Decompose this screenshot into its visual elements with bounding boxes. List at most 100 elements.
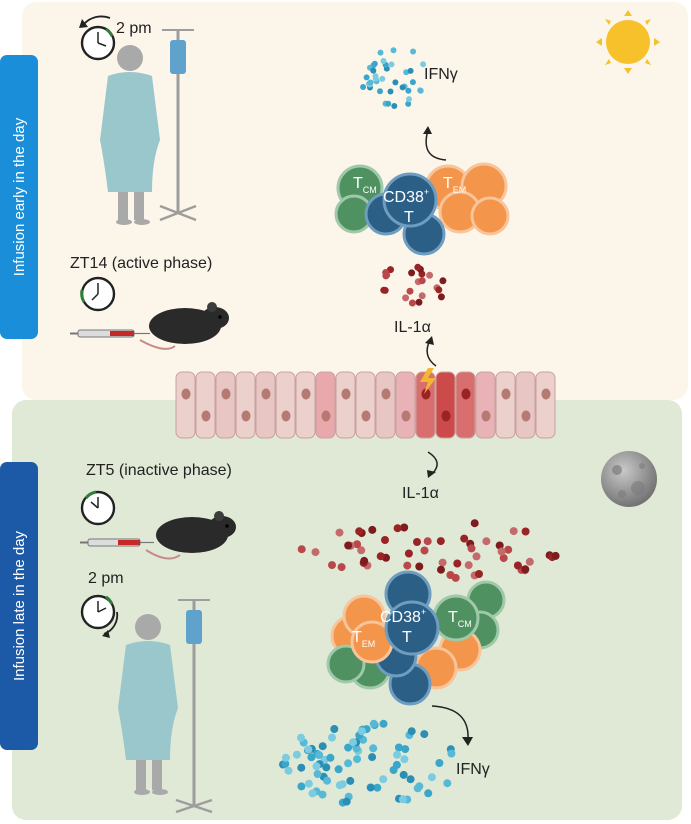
ifng-dot [407,67,414,74]
il1a-dots-bottom [297,519,560,582]
ifng-dot [379,719,388,728]
il1a-dot [426,271,434,279]
bottom-il1a-arrowhead-icon [427,470,436,478]
il1a-dot [353,540,362,549]
ifng-label-bottom: IFNγ [456,761,490,778]
bottom-ifng-arrowhead-icon [462,737,473,746]
il1a-dot [404,549,413,558]
il1a-dot [381,286,389,294]
epithelial-cell [315,371,336,439]
epithelial-nucleus [541,388,551,400]
epithelial-cell [275,371,296,439]
ifng-dot [377,88,383,95]
lightning-icon [420,368,436,394]
epithelial-cell [355,371,376,439]
epithelial-nucleus [221,388,231,400]
ifng-dot [318,790,327,799]
ifng-dot [387,88,394,95]
bottom-patient-figure [118,614,178,795]
ifng-dot [417,87,424,94]
bottom-cell-tem-label: TEM [352,629,375,649]
epithelial-cell [375,371,396,439]
ifng-dot [392,79,399,86]
ifng-dot [334,765,343,774]
ifng-dot [338,780,347,789]
il1a-dot [437,565,445,574]
ifng-dot [281,759,290,768]
ifng-dot [409,79,416,86]
top-side-label-box [0,55,38,339]
ifng-dot [405,100,412,107]
epithelial-nucleus [341,388,351,400]
ifng-dot [363,74,370,81]
ifng-dot [415,782,424,791]
ifng-dot [323,776,332,785]
ifng-dot [380,58,387,64]
il1a-dot [406,287,414,295]
ifng-dot [297,763,306,772]
epithelial-cell [255,371,276,439]
il1a-dot [504,545,513,554]
ifng-dot [326,753,335,762]
ifng-dot [394,743,403,752]
ifng-dot [400,755,409,764]
ifng-dot [369,719,378,728]
epithelial-nucleus [461,388,471,400]
ifng-dot [405,87,412,94]
ifng-dot [344,743,353,752]
ifng-dot [367,79,374,86]
bottom-mouse-icon [145,511,236,560]
ifng-dot [281,753,290,762]
top-cell-tcm-label: TCM [353,175,377,195]
il1a-dot [423,537,432,546]
ifng-dot [406,775,415,784]
epithelial-nucleus [521,410,531,422]
il1a-dot [525,557,534,566]
ifng-dot [297,733,305,742]
il1a-dot [439,277,447,285]
ifng-dots-bottom [279,719,456,807]
il1a-dot [408,299,416,307]
il1a-dot [415,562,424,571]
il1a-dot [297,545,306,554]
epithelial-nucleus [381,388,391,400]
top-cell-cluster [334,162,510,256]
ifng-dot [315,751,324,759]
ifng-dot [420,61,427,68]
epithelial-cell [475,371,496,439]
top-cell-cd38-label: CD38+ [383,187,429,206]
ifng-dot [346,776,355,785]
il1a-dot [420,546,429,555]
epithelial-cell [215,371,236,439]
top-patient-clock-icon [79,15,116,61]
il1a-dot [437,293,445,301]
top-il1a-arrowhead-icon [425,336,434,345]
bottom-side-label: Infusion late in the day [11,530,28,681]
il1a-dot [482,537,491,546]
il1a-dot [551,551,560,560]
bottom-iv-pole-icon [175,599,213,814]
ifng-dot [443,779,452,788]
epithelial-nucleus [361,410,371,422]
ifng-dot [393,750,402,759]
ifng-dot [342,797,351,806]
ifng-dot [330,725,339,733]
top-patient-figure [100,45,160,225]
bottom-syringe-icon [80,538,154,547]
il1a-dot [435,286,443,294]
top-mouse-clock-icon [80,276,116,312]
il1a-dot [497,547,506,556]
il1a-dot [311,548,320,557]
il1a-dot [403,561,412,570]
epithelial-nucleus [421,388,431,400]
il1a-dot [415,298,423,306]
ifng-dot [399,84,406,91]
il1a-dot [470,519,479,528]
ifng-dot [312,762,321,771]
epithelial-nucleus [301,388,311,400]
bottom-mouse-label: ZT5 (inactive phase) [86,462,232,479]
il1a-dot [328,561,336,570]
epithelial-nucleus [241,410,251,422]
il1a-dot [464,561,473,570]
il1a-dot [400,523,409,532]
